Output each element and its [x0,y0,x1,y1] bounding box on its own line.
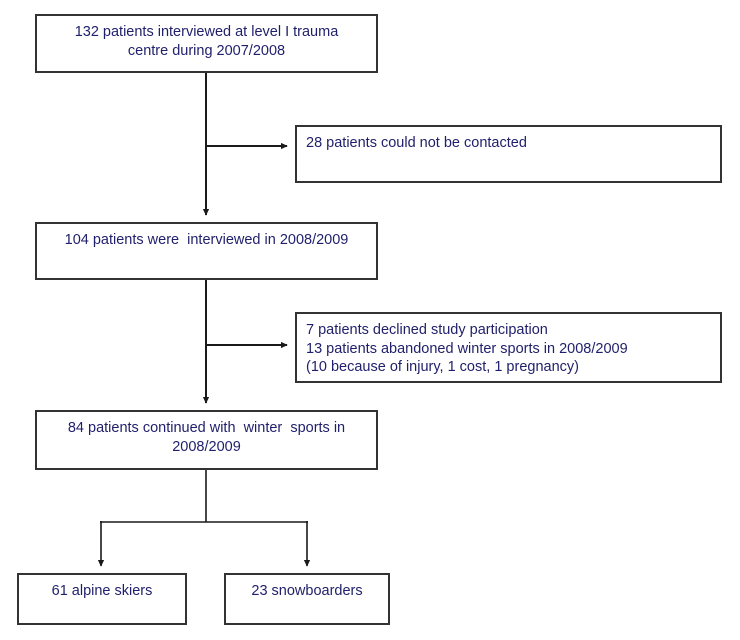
box-line: 132 patients interviewed at level I trau… [74,24,339,40]
box-line: (10 because of injury, 1 cost, 1 pregnan… [306,359,579,376]
connector-fork-84-to-groups [97,470,311,567]
box-23-snowboarders: 23 snowboarders [224,573,390,625]
box-line: 104 patients were interviewed in 2008/20… [64,232,349,248]
box-84-patients-continued: 84 patients continued with winter sports… [35,410,378,470]
box-line: 23 snowboarders [251,583,363,599]
box-132-patients-interviewed: 132 patients interviewed at level I trau… [35,14,378,73]
box-line: 13 patients abandoned winter sports in 2… [306,340,628,357]
box-line: centre during 2007/2008 [127,42,286,59]
box-104-patients-interviewed: 104 patients were interviewed in 2008/20… [35,222,378,280]
box-declined-and-abandoned: 7 patients declined study participation … [295,312,722,383]
box-line: 7 patients declined study participation [306,322,548,338]
box-line: 61 alpine skiers [51,583,153,599]
box-line: 84 patients continued with winter sports… [67,420,346,436]
box-28-patients-not-contacted: 28 patients could not be contacted [295,125,722,183]
box-line: 28 patients could not be contacted [306,135,527,151]
box-61-alpine-skiers: 61 alpine skiers [17,573,187,625]
box-line: 2008/2009 [172,438,241,455]
